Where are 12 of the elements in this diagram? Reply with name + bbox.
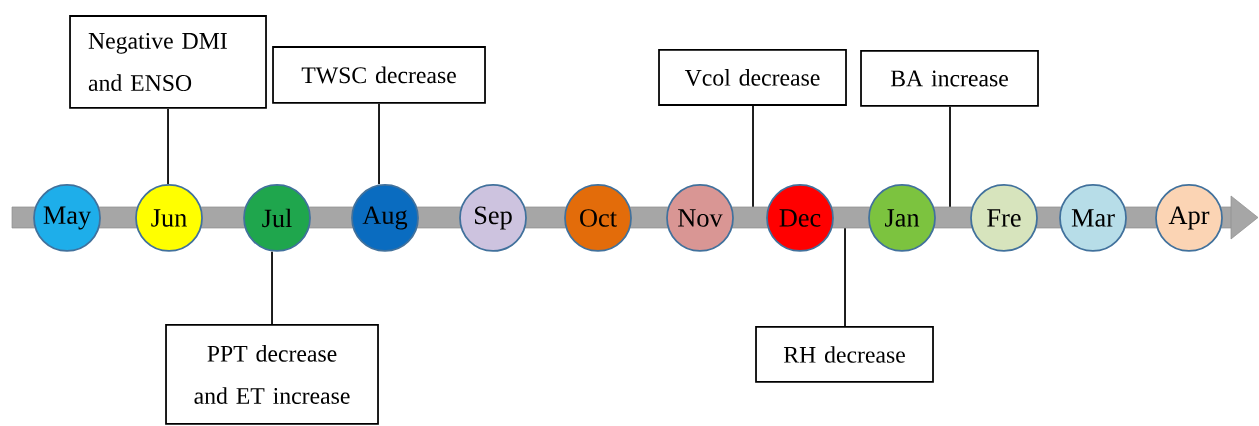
leader-line — [271, 251, 273, 325]
event-box: RH decrease — [755, 326, 934, 383]
event-box: Negative DMI and ENSO — [69, 15, 267, 109]
event-box: TWSC decrease — [272, 46, 486, 104]
leader-line — [752, 105, 754, 208]
event-box: PPT decrease and ET increase — [165, 324, 379, 425]
event-box: Vcol decrease — [658, 49, 847, 106]
leader-line — [167, 108, 169, 185]
leader-line — [844, 227, 846, 327]
event-box: BA increase — [860, 50, 1039, 107]
leader-line — [949, 106, 951, 208]
leader-line — [378, 103, 380, 185]
